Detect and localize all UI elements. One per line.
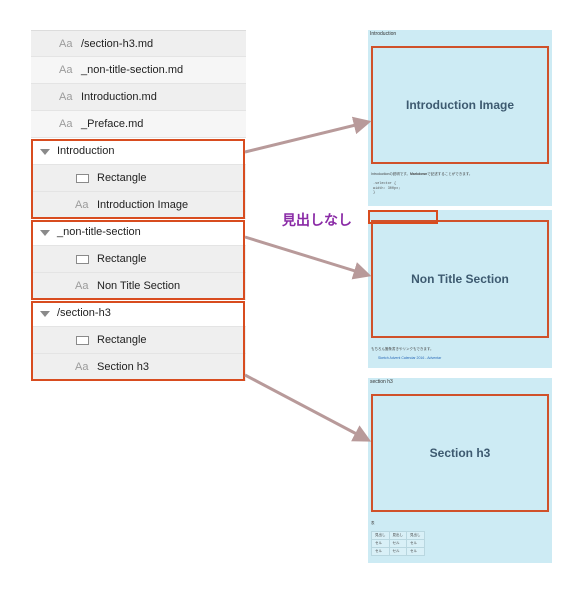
- non-title-link[interactable]: Sketch Advent Calendar 2016 - Adventar: [378, 356, 442, 360]
- layer-label: Rectangle: [97, 172, 147, 184]
- non-title-section-image-placeholder: Non Title Section: [371, 220, 549, 338]
- layer-row-section-h3-md[interactable]: Aa /section-h3.md: [31, 30, 246, 57]
- image-label: Section h3: [429, 446, 491, 460]
- introduction-image-placeholder: Introduction Image: [371, 46, 549, 164]
- layer-label: /section-h3.md: [81, 38, 154, 50]
- missing-heading-highlight: [368, 210, 438, 224]
- non-title-body-text: もちろん箇条書きやリンクもできます。: [371, 347, 434, 351]
- image-label: Introduction Image: [406, 98, 514, 112]
- layer-label: _Preface.md: [81, 118, 144, 130]
- section-h3-table: 見出し見出し見出し セルセルセル セルセルセル: [371, 531, 425, 556]
- text-layer-icon: Aa: [59, 64, 73, 76]
- text-layer-icon: Aa: [75, 199, 89, 211]
- artboard-section-h3: section h3 Section h3 表 見出し見出し見出し セルセルセル…: [368, 378, 552, 563]
- image-label: Non Title Section: [411, 272, 509, 286]
- rectangle-icon: [76, 174, 89, 183]
- artboard-non-title-section: Non Title Section もちろん箇条書きやリンクもできます。 Ske…: [368, 210, 552, 368]
- rectangle-icon: [76, 255, 89, 264]
- arrow-introduction: [244, 116, 372, 154]
- artboard-title: Introduction: [370, 31, 397, 37]
- text-layer-icon: Aa: [75, 280, 89, 292]
- text-layer-icon: Aa: [75, 361, 89, 373]
- layer-row-rectangle[interactable]: Rectangle: [31, 327, 246, 354]
- group-row-non-title-section[interactable]: _non-title-section: [31, 219, 246, 246]
- layer-label: _non-title-section.md: [81, 64, 184, 76]
- text-layer-icon: Aa: [59, 38, 73, 50]
- group-label: _non-title-section: [57, 226, 141, 238]
- artboard-introduction: Introduction Introduction Image Introduc…: [368, 30, 552, 206]
- artboard-title: section h3: [370, 379, 393, 385]
- layer-row-rectangle[interactable]: Rectangle: [31, 165, 246, 192]
- intro-code-block: .selector { width: 300px; }: [373, 182, 401, 195]
- disclosure-triangle-icon[interactable]: [40, 311, 50, 317]
- layer-row-non-title-section-md[interactable]: Aa _non-title-section.md: [31, 57, 246, 84]
- layer-row-preface-md[interactable]: Aa _Preface.md: [31, 111, 246, 138]
- text-layer-icon: Aa: [59, 91, 73, 103]
- layer-label: Rectangle: [97, 253, 147, 265]
- layer-list: Aa /section-h3.md Aa _non-title-section.…: [31, 30, 246, 381]
- layer-label: Non Title Section: [97, 280, 181, 292]
- group-label: Introduction: [57, 145, 115, 157]
- disclosure-triangle-icon[interactable]: [40, 230, 50, 236]
- layer-row-section-h3[interactable]: Aa Section h3: [31, 354, 246, 381]
- section-h3-image-placeholder: Section h3: [371, 394, 549, 512]
- layer-label: Introduction.md: [81, 91, 157, 103]
- group-row-introduction[interactable]: Introduction: [31, 138, 246, 165]
- group-row-section-h3[interactable]: /section-h3: [31, 300, 246, 327]
- group-label: /section-h3: [57, 307, 111, 319]
- layer-row-rectangle[interactable]: Rectangle: [31, 246, 246, 273]
- layer-label: Section h3: [97, 361, 149, 373]
- rectangle-icon: [76, 336, 89, 345]
- text-layer-icon: Aa: [59, 118, 73, 130]
- layer-row-introduction-md[interactable]: Aa Introduction.md: [31, 84, 246, 111]
- no-heading-annotation: 見出しなし: [282, 212, 352, 228]
- layer-label: Introduction Image: [97, 199, 189, 211]
- arrow-section-h3: [244, 373, 372, 442]
- layer-label: Rectangle: [97, 334, 147, 346]
- disclosure-triangle-icon[interactable]: [40, 149, 50, 155]
- intro-body-text: Introductionの説明です。Markdownで記述することができます。: [371, 172, 473, 176]
- layer-row-introduction-image[interactable]: Aa Introduction Image: [31, 192, 246, 219]
- arrow-non-title-section: [244, 235, 372, 280]
- table-caption: 表: [371, 521, 375, 525]
- layer-row-non-title-section[interactable]: Aa Non Title Section: [31, 273, 246, 300]
